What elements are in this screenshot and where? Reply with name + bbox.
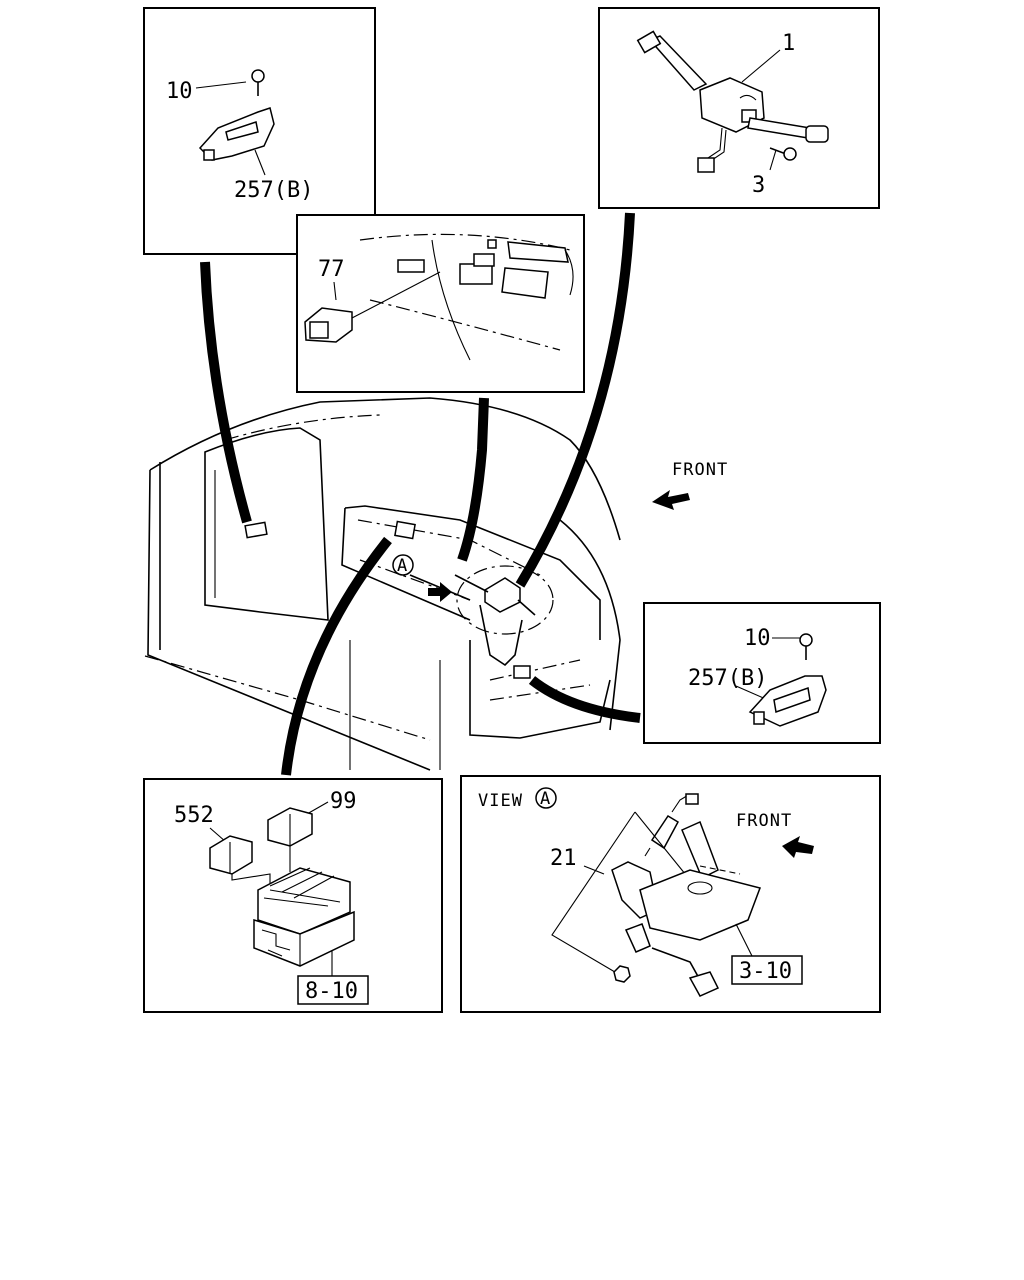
- label-relay-99: 99: [330, 789, 357, 814]
- view-title: VIEW: [478, 791, 523, 811]
- label-switch-257b-top: 257(B): [234, 178, 313, 203]
- detail-box-right-switch: 10 257(B): [643, 602, 881, 744]
- label-combo-1: 1: [782, 31, 795, 56]
- label-pedal-switch-21: 21: [550, 846, 577, 871]
- label-switch-77: 77: [318, 257, 345, 282]
- vehicle-interior-outline: [144, 397, 621, 771]
- label-switch-257b-right: 257(B): [688, 666, 767, 691]
- view-front-label: FRONT: [736, 811, 792, 831]
- label-screw-10-right: 10: [744, 626, 771, 651]
- view-title-marker: A: [540, 789, 551, 809]
- detail-box-view-a: VIEW A FRONT 21 3-10: [460, 775, 881, 1013]
- label-relay-552: 552: [174, 803, 214, 828]
- detail-box-top-right: 1 3: [598, 7, 880, 209]
- detail-box-dash-switch: 77: [296, 214, 585, 393]
- view-marker-label: A: [397, 556, 408, 576]
- main-front-indicator: FRONT: [652, 460, 728, 510]
- label-relay-ref: 8-10: [305, 979, 358, 1004]
- view-marker-a: A: [392, 554, 414, 576]
- label-pedal-ref: 3-10: [739, 959, 792, 984]
- detail-box-top-left: 10 257(B): [143, 7, 376, 255]
- label-screw-10-top: 10: [166, 79, 193, 104]
- front-label-main: FRONT: [672, 460, 728, 480]
- main-front-arrow: [428, 582, 452, 602]
- label-screw-3: 3: [752, 173, 765, 198]
- leader-lines: [200, 212, 641, 776]
- detail-box-relays: 552 99 8-10: [143, 778, 443, 1013]
